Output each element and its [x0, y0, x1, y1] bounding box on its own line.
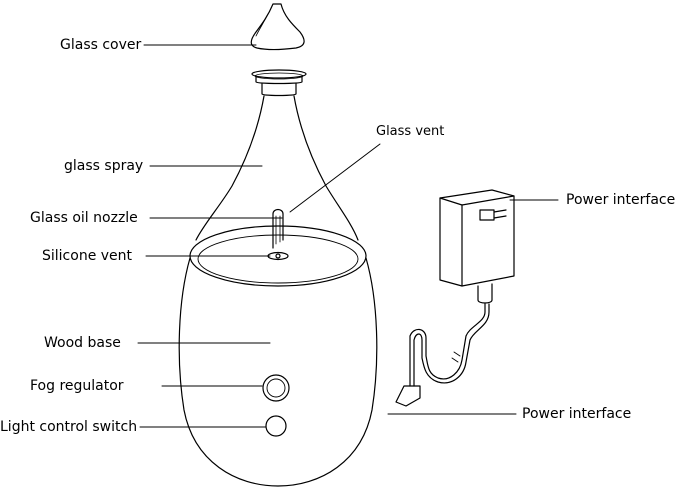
label-wood-base: Wood base — [44, 335, 121, 351]
glass-spray-shape — [195, 95, 359, 241]
leader-lines — [137, 44, 559, 428]
label-glass-spray: glass spray — [64, 158, 144, 174]
glass-vent-shape — [272, 208, 284, 249]
light-switch-shape — [265, 415, 287, 437]
label-power-interface-adapter: Power interface — [566, 192, 676, 208]
label-glass-oil-nozzle: Glass oil nozzle — [30, 210, 138, 226]
leader-glass-vent — [289, 143, 381, 213]
wood-base-shape — [178, 257, 378, 487]
power-adapter-shape — [439, 189, 515, 304]
label-light-control-switch: Light control switch — [0, 419, 138, 435]
label-power-interface-base: Power interface — [522, 406, 632, 422]
power-cable-shape — [395, 303, 490, 407]
label-glass-vent: Glass vent — [376, 124, 445, 139]
label-silicone-vent: Silicone vent — [42, 248, 133, 264]
fog-regulator-shape — [262, 374, 290, 402]
label-fog-regulator: Fog regulator — [30, 378, 124, 394]
label-glass-cover: Glass cover — [60, 37, 142, 53]
glass-cover-shape — [250, 3, 305, 51]
neck-collar-shape — [251, 69, 307, 97]
